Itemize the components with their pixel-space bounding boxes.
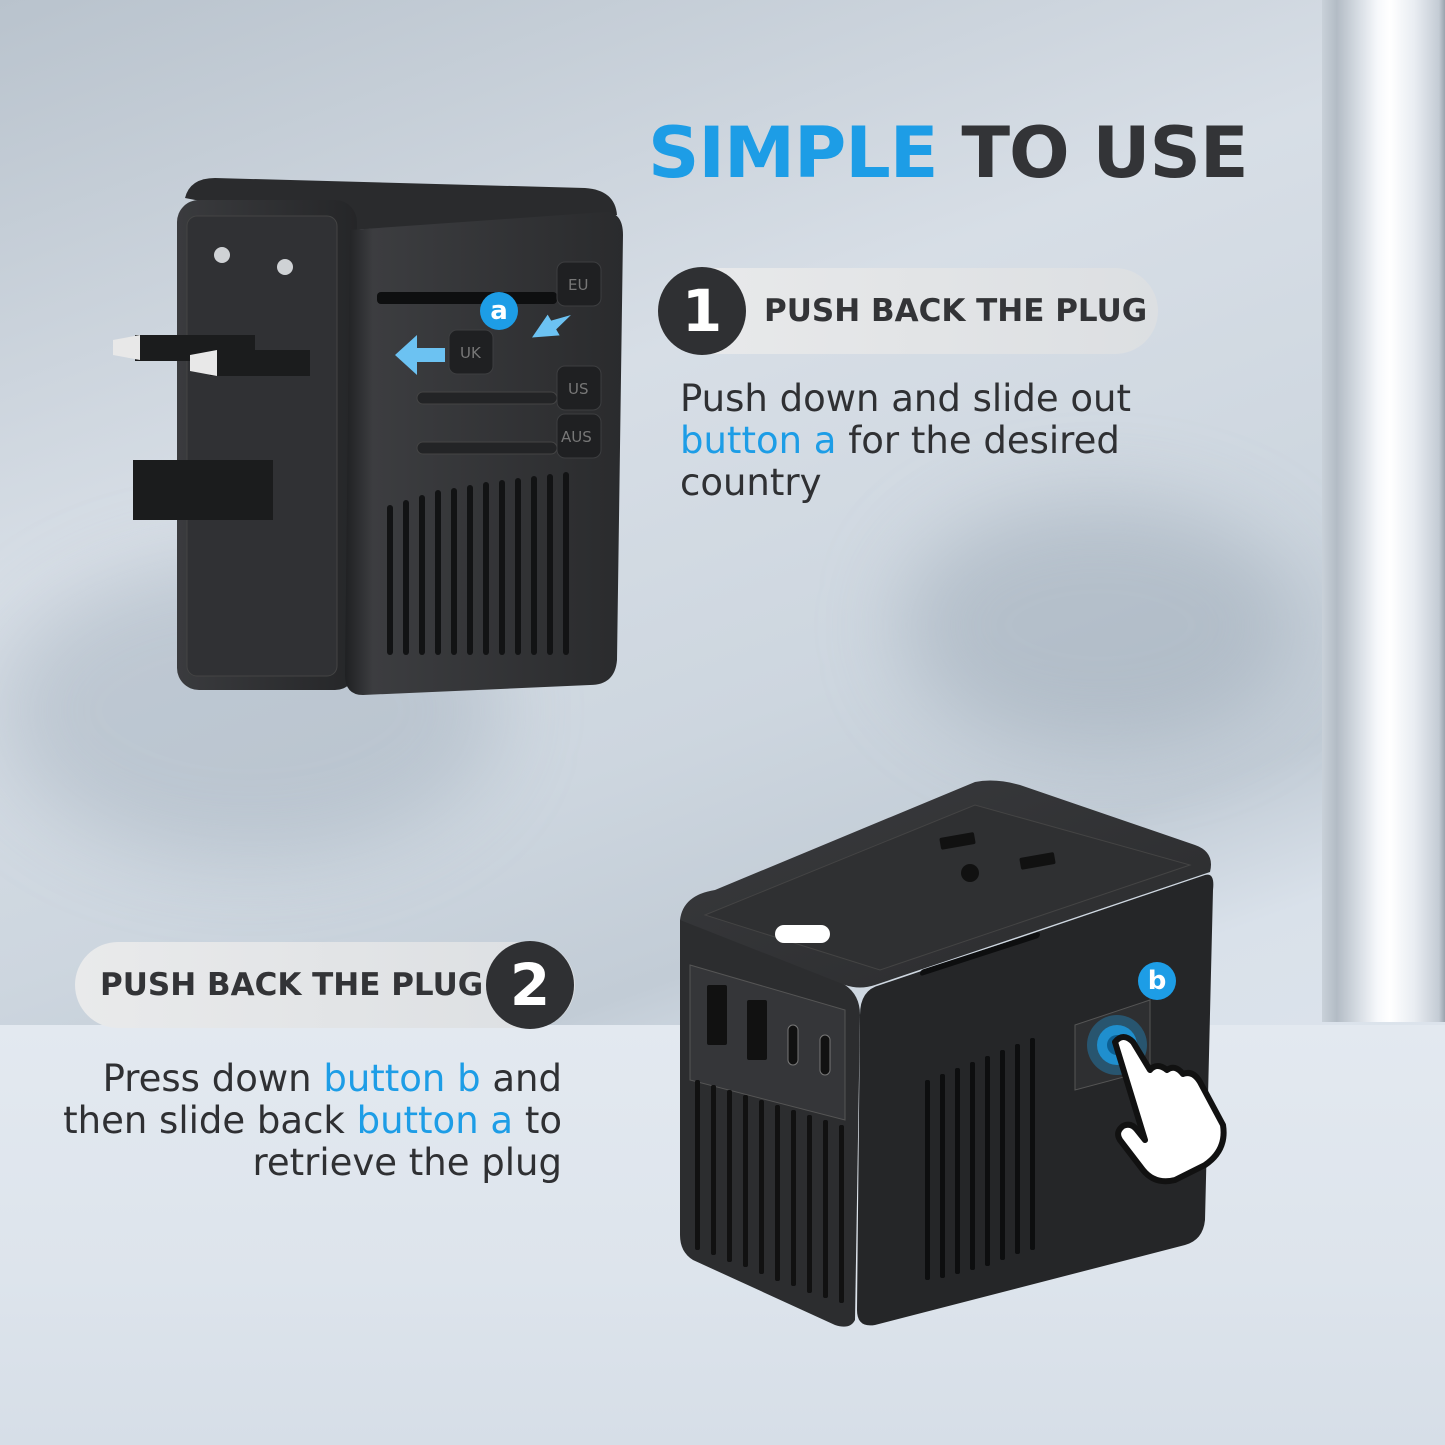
desc-text: and then slide back [63,1057,562,1142]
page-title: SIMPLE TO USE [648,112,1249,194]
slider-label-eu: EU [568,276,589,294]
adapter-button-image [675,780,1235,1330]
badge-b: b [1138,962,1176,1000]
desc-highlight: button a [680,419,837,462]
adapter-sliders-image: EU UK US AUS [105,170,625,700]
desc-text: for the desired country [680,419,1120,504]
step-2: PUSH BACK THE PLUG 2 [75,941,575,1029]
badge-a: a [480,292,518,330]
title-highlight: SIMPLE [648,112,939,194]
step-2-number: 2 [486,941,574,1029]
slider-label-us: US [568,380,589,398]
title-rest: TO USE [961,112,1248,194]
step-1-description: Push down and slide out button a for the… [680,378,1200,504]
step-2-description: Press down button b and then slide back … [60,1058,562,1184]
desc-text: Press down [102,1057,324,1100]
desc-highlight: button a [356,1099,514,1142]
desc-highlight: button b [323,1057,481,1100]
step-1: PUSH BACK THE PLUG 1 [658,267,1158,355]
desc-text: to retrieve the plug [252,1099,562,1184]
slider-label-uk: UK [460,344,481,362]
pillar-background [1322,0,1445,1022]
slider-label-aus: AUS [561,428,592,446]
desc-text: Push down and slide out [680,377,1132,420]
step-1-number: 1 [658,267,746,355]
shadow [900,500,1300,750]
